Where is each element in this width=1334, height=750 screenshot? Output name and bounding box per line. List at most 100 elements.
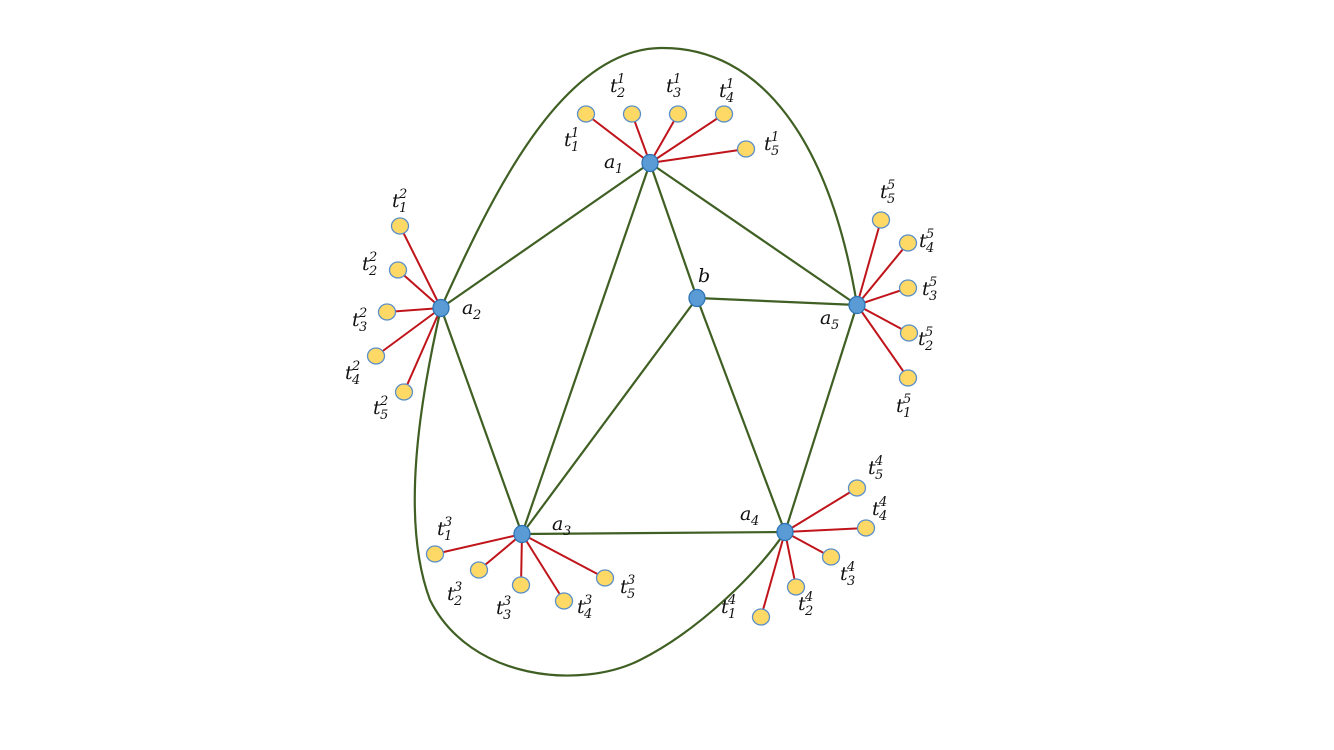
edge-a1-a3 [520,162,652,535]
leaf-edge-a2-t1_2 [399,225,442,309]
edge-a4-b [695,297,787,533]
label-subscript: 2 [472,308,481,323]
leaf-edge-a1-t3_1 [649,113,679,164]
label-base: b [698,265,710,287]
label-superscript: 5 [925,325,933,340]
label-subscript: 3 [359,320,367,335]
label-base: t [352,309,360,331]
label-subscript: 2 [924,339,933,354]
label-base: t [392,190,400,212]
label-subscript: 1 [615,162,623,177]
label-superscript: 2 [398,187,407,202]
label-base: t [872,498,880,520]
label-superscript: 3 [584,593,592,608]
label-subscript: 3 [673,86,681,101]
leaf-node-t1_3 [425,545,445,563]
leaf-node-t3_3 [511,576,531,594]
nodes-layer [366,105,919,626]
label-superscript: 3 [627,573,635,588]
label-base: t [496,597,504,619]
leaf-edge-a3-t1_3 [434,533,523,555]
leaf-edge-a5-t5_5 [856,219,882,306]
label-base: t [896,395,904,417]
label-subscript: 2 [368,264,377,279]
label-base: a [740,503,751,525]
leaf-node-t5_3 [595,569,615,587]
leaf-node-t4_4 [856,519,876,537]
label-base: t [840,563,848,585]
label-base: t [437,518,445,540]
label-subscript: 4 [351,373,360,388]
leaf-node-t5_2 [394,383,414,401]
label-base: a [462,297,473,319]
main-node-label-b: b [698,265,710,287]
label-superscript: 1 [673,72,681,87]
leaf-edge-a3-t2_3 [478,533,523,571]
edge-a1-a2 [440,162,651,309]
edge-a1-b [648,162,699,299]
leaf-node-t1_4 [751,608,771,626]
label-subscript: 4 [925,241,934,256]
label-subscript: 5 [875,468,883,483]
main-node-a3 [513,524,531,544]
label-subscript: 5 [627,587,635,602]
label-superscript: 2 [368,250,377,265]
leaf-node-t1_1 [576,105,596,123]
label-base: t [764,133,772,155]
leaf-node-t1_2 [390,217,410,235]
curved-edge-a2-a5 [439,46,859,309]
label-subscript: 3 [563,524,571,539]
label-superscript: 2 [358,306,367,321]
label-subscript: 4 [725,91,734,106]
label-base: t [666,75,674,97]
leaf-edge-a4-t5_4 [784,487,858,533]
label-superscript: 4 [878,495,887,510]
curved-edge-a2-a4 [413,307,786,677]
label-superscript: 1 [771,130,779,145]
label-base: t [620,576,628,598]
edge-a1-a5 [649,162,858,306]
leaf-node-t2_1 [622,105,642,123]
label-subscript: 3 [929,289,937,304]
leaf-node-t4_5 [898,234,918,252]
label-superscript: 5 [926,227,934,242]
label-superscript: 4 [874,454,883,469]
leaf-edge-a4-t1_4 [760,531,786,618]
label-base: a [604,151,615,173]
label-base: a [552,513,563,535]
label-base: t [447,583,455,605]
label-superscript: 4 [727,593,736,608]
edge-a3-a4 [521,530,786,536]
leaf-edge-a1-t1_1 [585,113,651,164]
label-subscript: 5 [831,318,839,333]
label-subscript: 3 [847,574,855,589]
label-base: t [868,457,876,479]
edge-a3-b [521,297,698,535]
label-base: t [345,362,353,384]
leaf-edge-a4-t4_4 [784,527,867,533]
label-subscript: 5 [887,192,895,207]
leaf-node-t4_2 [366,347,386,365]
label-superscript: 5 [887,178,895,193]
label-superscript: 4 [846,560,855,575]
